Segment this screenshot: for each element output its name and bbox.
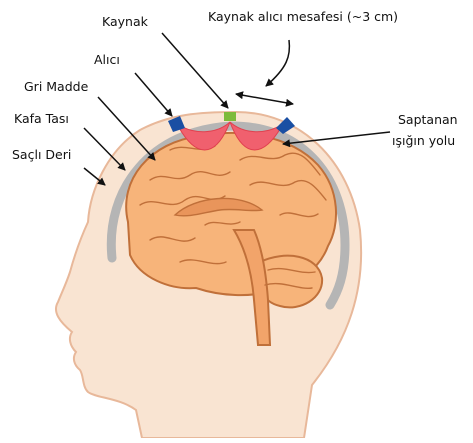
- label-source: Kaynak: [102, 14, 149, 29]
- arrow-source: [162, 33, 228, 108]
- label-light-path-line2: ışığın yolu: [392, 133, 455, 148]
- label-detector: Alıcı: [94, 52, 120, 67]
- label-light-path-line1: Saptanan: [398, 112, 458, 127]
- label-source-detector-distance: Kaynak alıcı mesafesi (~3 cm): [208, 9, 398, 24]
- label-skull: Kafa Tası: [14, 111, 69, 126]
- distance-double-arrow: [236, 94, 293, 104]
- source-optode: [224, 112, 236, 121]
- label-scalp: Saçlı Deri: [12, 147, 71, 162]
- arrow-distance-label: [266, 40, 289, 86]
- arrow-detector: [135, 73, 172, 116]
- label-gray-matter: Gri Madde: [24, 79, 89, 94]
